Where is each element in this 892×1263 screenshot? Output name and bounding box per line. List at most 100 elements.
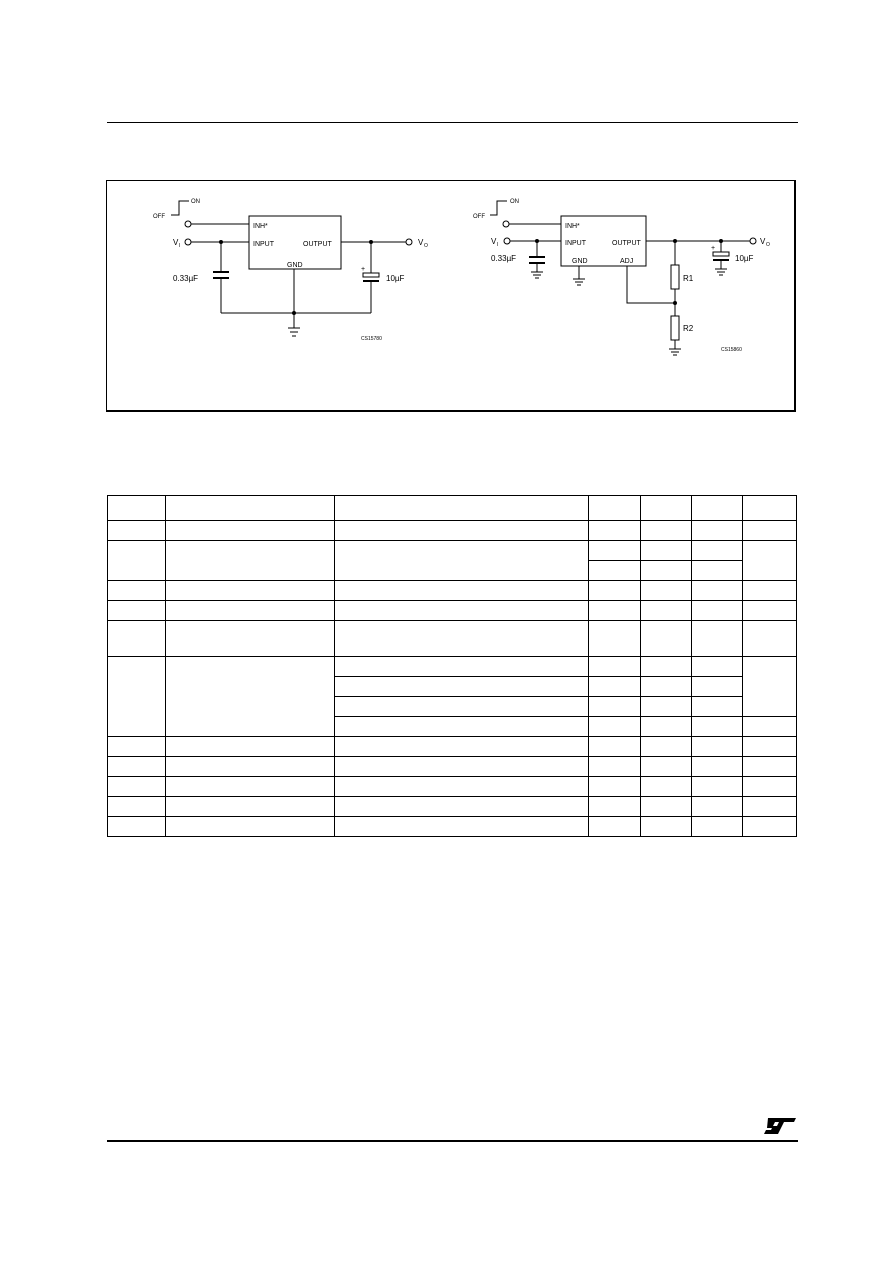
right-switch-symbol [490,200,507,216]
table-cell [691,580,744,601]
table-cell [742,580,797,601]
table-cell [742,796,797,817]
table-row [107,620,797,657]
table-cell [691,560,744,581]
table-cell [107,600,166,621]
table-cell [691,736,744,757]
left-pin-input: INPUT [253,241,275,248]
table-cell [640,520,693,541]
table-cell [742,776,797,797]
table-cell [333,796,590,817]
table-cell [640,736,693,757]
right-r1-label: R1 [683,274,694,283]
right-circuit: OFF ON V I INH* INPUT OUTPUT GND ADJ [473,199,770,356]
left-figure-code: CS15780 [361,336,382,342]
table-row [107,756,797,777]
table-row [107,816,797,837]
left-switch-symbol [171,200,189,216]
table-cell [691,600,744,621]
table-cell [333,600,590,621]
left-switch-off-label: OFF [153,214,165,220]
right-pin-output: OUTPUT [612,240,642,247]
table-cell [640,656,693,677]
left-vout-terminal [405,238,413,246]
left-pin-inh: INH* [253,223,268,230]
table-cell [742,600,797,621]
left-circuit: OFF ON V I INH* INPUT OUTPUT GND 0.33µF [153,199,428,342]
table-cell [742,816,797,837]
left-cap-plus: + [361,266,365,273]
table-row [108,696,797,717]
right-switch-off-label: OFF [473,214,485,220]
right-resistor-r1 [670,264,680,290]
table-cell [107,540,166,581]
table-cell [742,540,797,581]
table-cell [691,495,744,521]
table-cell [107,756,166,777]
table-row [107,600,797,621]
table-cell [333,756,590,777]
table-row [107,796,797,817]
table-cell [640,756,693,777]
table-row [108,560,797,581]
left-vout-sub: O [424,243,428,249]
table-cell [164,736,335,757]
table-row [108,676,797,697]
st-logo-icon [764,1118,796,1134]
right-cap-in-label: 0.33µF [491,254,516,263]
table-cell [333,716,590,737]
right-vout-label: V [760,237,766,246]
table-cell [164,620,335,657]
table-cell [107,796,166,817]
spec-table [107,495,797,837]
table-cell [588,736,642,757]
table-cell [640,600,693,621]
table-cell [640,796,693,817]
table-cell [164,495,335,521]
table-row [107,656,797,737]
table-cell [164,816,335,837]
table-cell [691,540,744,561]
table-cell [588,776,642,797]
right-pin-adj: ADJ [620,258,633,265]
table-cell [691,756,744,777]
table-cell [164,580,335,601]
left-vin-sub: I [179,243,180,249]
right-vin-terminal [503,237,511,245]
table-cell [333,816,590,837]
table-cell [640,580,693,601]
left-inh-terminal [184,220,192,228]
right-pin-gnd: GND [572,258,588,265]
table-row [107,540,797,581]
table-cell [333,656,590,677]
table-cell [742,656,797,717]
table-cell [742,736,797,757]
left-switch-on-label: ON [191,199,200,205]
table-cell [107,776,166,797]
right-vout-sub: O [766,242,770,248]
table-cell [333,580,590,601]
right-switch-on-label: ON [510,199,519,205]
table-row [107,736,797,757]
table-cell [588,600,642,621]
right-resistor-r2 [670,315,680,341]
table-cell [107,520,166,541]
table-cell [333,495,590,521]
table-cell [164,776,335,797]
table-row [107,520,797,541]
table-cell [164,520,335,541]
table-cell [691,520,744,541]
table-cell [333,676,590,697]
left-pin-output: OUTPUT [303,241,333,248]
table-cell [588,656,642,677]
table-cell [742,495,797,521]
right-vin-sub: I [497,242,498,248]
table-cell [640,716,693,737]
table-cell [640,816,693,837]
table-cell [588,756,642,777]
table-cell [691,696,744,717]
left-pin-gnd: GND [287,262,303,269]
right-r2-label: R2 [683,324,694,333]
table-cell [107,495,166,521]
right-vout-terminal [749,237,757,245]
